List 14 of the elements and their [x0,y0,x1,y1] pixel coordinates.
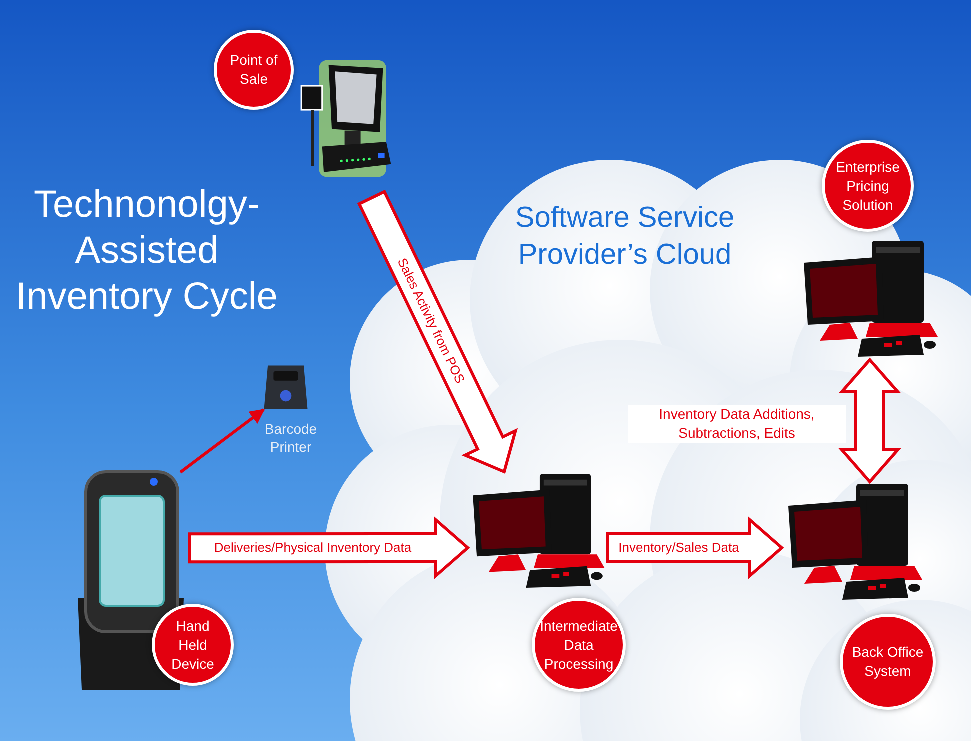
device-caption: Barcode Printer [264,420,318,456]
edge-label: Deliveries/Physical Inventory Data [214,540,412,556]
diagram-title: Technonolgy- Assisted Inventory Cycle [15,183,279,320]
edge-label: Inventory/Sales Data [618,540,740,556]
edge-label: Inventory Data Additions, Subtractions, Edits [628,405,846,443]
arrow [180,408,266,474]
callout-circle: Point of Sale [214,30,294,110]
hollow-arrow [838,358,902,484]
hollow-arrow [357,190,518,474]
callout-circle: Hand Held Device [152,604,234,686]
hollow-arrow [188,516,470,580]
cloud-title: Software Service Provider’s Cloud [514,201,736,273]
callout-circle: Enterprise Pricing Solution [822,140,914,232]
hollow-arrow [606,516,784,580]
